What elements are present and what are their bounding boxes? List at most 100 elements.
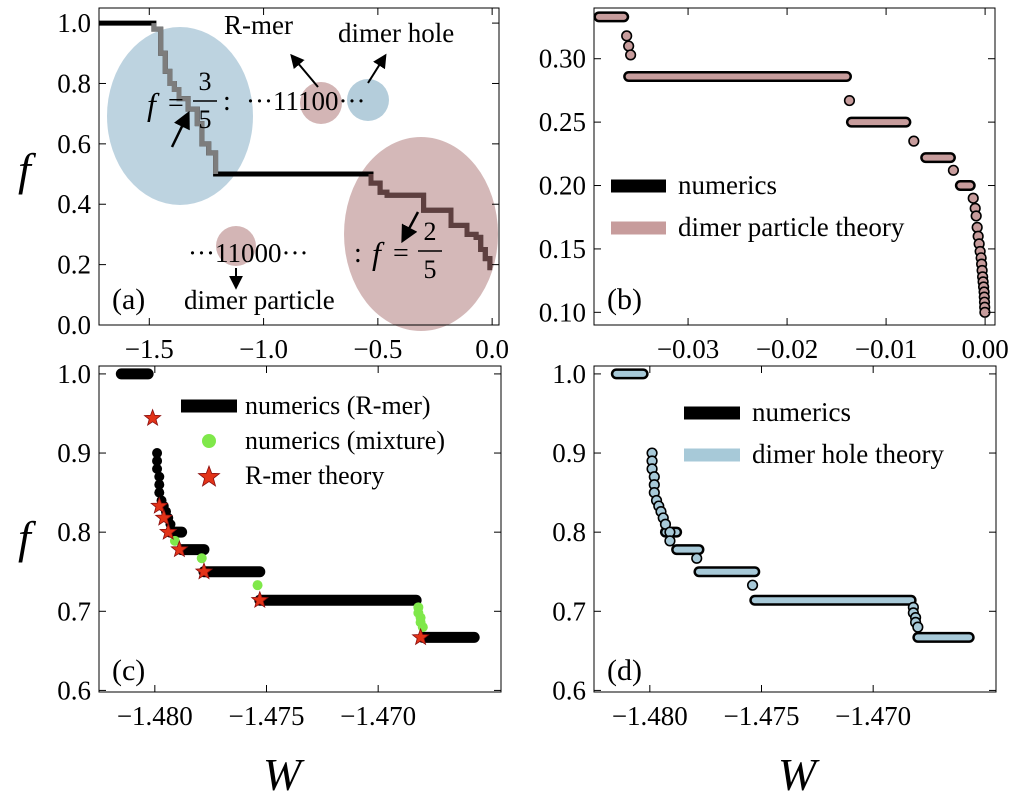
panel-a: −1.5 −1.0 −0.5 0.0 0.0 0.2 0.4 0.6 0.8 1.0 R-mer … xyxy=(57,7,509,364)
x-tick-label: −0.03 xyxy=(657,334,719,364)
dimer-particle-label: dimer particle xyxy=(184,285,335,315)
hole-fraction-colon: : xyxy=(223,86,231,117)
y-tick-label: 0.4 xyxy=(57,189,91,219)
x-axis-label-left: W xyxy=(263,749,305,800)
panel-b-label: (b) xyxy=(607,283,642,316)
theory-point xyxy=(908,135,920,147)
x-tick-label: −0.02 xyxy=(756,334,818,364)
y-tick-label: 0.6 xyxy=(57,129,91,159)
rmer-theory-star xyxy=(170,539,189,558)
y-tick-label: 0.8 xyxy=(57,68,91,98)
y-tick-label: 1.0 xyxy=(57,359,91,389)
panel-b-frame xyxy=(593,7,996,326)
hole-fraction-denominator: 5 xyxy=(199,105,212,134)
dimer-hole-marker-circle xyxy=(347,79,389,121)
y-tick-label: 0.8 xyxy=(552,517,586,547)
x-tick-label: −1.475 xyxy=(229,701,305,731)
numerics-point xyxy=(152,463,163,474)
theory-point xyxy=(970,210,982,222)
panel-c-axes: −1.480 −1.475 −1.470 0.6 0.7 0.8 0.9 1.0 xyxy=(57,359,501,731)
y-tick-label: 0.7 xyxy=(57,596,91,626)
x-tick-label: −1.5 xyxy=(125,334,174,364)
y-tick-label: 0.25 xyxy=(539,107,586,137)
dimer-particle-marker-circle xyxy=(216,226,256,266)
panel-a-annotations: R-mer dimer hole f = 3 5 : ···11100··· ·… xyxy=(147,10,454,315)
y-tick-label: 0.2 xyxy=(57,250,91,280)
panel-a-frame xyxy=(98,7,500,326)
y-tick-label: 0.15 xyxy=(539,234,586,264)
panel-c: −1.480 −1.475 −1.470 0.6 0.7 0.8 0.9 1.0 numeri… xyxy=(57,359,502,731)
theory-point xyxy=(623,40,635,52)
theory-point xyxy=(967,192,979,204)
x-tick-label: −1.470 xyxy=(835,701,911,731)
panel-d-series xyxy=(610,368,975,643)
y-tick-label: 0.6 xyxy=(57,675,91,705)
panel-a-axes: −1.5 −1.0 −0.5 0.0 0.0 0.2 0.4 0.6 0.8 1.0 xyxy=(57,8,509,364)
y-tick-label: 0.10 xyxy=(539,297,586,327)
legend-label-mixture: numerics (mixture) xyxy=(245,426,445,455)
legend-label-hole: dimer hole theory xyxy=(752,439,944,469)
theory-point xyxy=(843,94,856,107)
panel-a-series xyxy=(99,20,493,271)
dimer-hole-arrow xyxy=(367,53,387,84)
panel-b-legend: numerics dimer particle theory xyxy=(611,170,905,242)
hole-sequence: ···11100··· xyxy=(246,86,365,116)
x-tick-label: −0.5 xyxy=(353,334,402,364)
y-tick-label: 1.0 xyxy=(552,359,586,389)
rmer-theory-star xyxy=(154,508,173,526)
legend-swatch-rmer-theory xyxy=(197,464,221,487)
rmer-marker-circle xyxy=(300,82,342,124)
legend-swatch-mixture xyxy=(202,434,216,448)
rmer-theory-star xyxy=(250,590,269,609)
legend-label-particle: dimer particle theory xyxy=(678,212,905,242)
panel-d-frame xyxy=(593,365,997,693)
y-tick-label: 0.8 xyxy=(57,517,91,547)
particle-fraction-arrow xyxy=(401,211,420,244)
x-tick-label: −1.0 xyxy=(239,334,288,364)
theory-point xyxy=(947,164,960,176)
hole-fraction-numerator: 3 xyxy=(199,67,212,96)
hole-fraction-arrow xyxy=(170,110,190,148)
particle-fraction-equals: = xyxy=(393,238,409,269)
x-tick-label: 0.0 xyxy=(475,334,509,364)
dimer-hole-label: dimer hole xyxy=(338,18,454,48)
panel-c-frame xyxy=(98,365,502,693)
rmer-theory-star xyxy=(150,496,169,514)
particle-fraction-numerator: 2 xyxy=(424,217,437,246)
particle-sequence: ···11000··· xyxy=(188,238,308,268)
y-axis-label-bottom: f xyxy=(18,512,37,563)
mixture-point xyxy=(252,580,263,591)
x-tick-label: 0.00 xyxy=(961,334,1008,364)
mixture-point xyxy=(417,622,428,633)
rmer-arrow xyxy=(290,53,319,88)
y-tick-label: 0.9 xyxy=(57,438,91,468)
panel-b-series xyxy=(593,11,991,318)
mixture-point xyxy=(196,553,207,564)
panel-a-label: (a) xyxy=(112,283,145,316)
y-tick-label: 0.30 xyxy=(539,44,586,74)
panel-c-series xyxy=(115,368,480,646)
panel-c-label: (c) xyxy=(112,654,145,687)
rmer-theory-star xyxy=(143,408,162,427)
y-tick-label: 0.20 xyxy=(539,171,586,201)
numerics-point xyxy=(152,448,163,459)
rmer-theory-star xyxy=(194,562,214,580)
y-tick-label: 0.9 xyxy=(552,438,586,468)
panel-d-legend: numerics dimer hole theory xyxy=(684,397,944,469)
theory-point xyxy=(691,552,703,564)
panel-c-legend: numerics (R-mer) numerics (mixture) R-me… xyxy=(181,391,445,490)
legend-label-rmer-theory: R-mer theory xyxy=(245,461,384,490)
legend-label-rmer-numerics: numerics (R-mer) xyxy=(245,391,431,420)
x-tick-label: −1.480 xyxy=(117,701,193,731)
x-tick-label: −1.470 xyxy=(340,701,416,731)
y-axis-label-top: f xyxy=(18,144,37,195)
legend-label-numerics-d: numerics xyxy=(752,397,851,427)
particle-region-curve xyxy=(368,174,493,271)
y-tick-label: 1.0 xyxy=(57,8,91,38)
y-tick-label: 0.0 xyxy=(57,310,91,340)
